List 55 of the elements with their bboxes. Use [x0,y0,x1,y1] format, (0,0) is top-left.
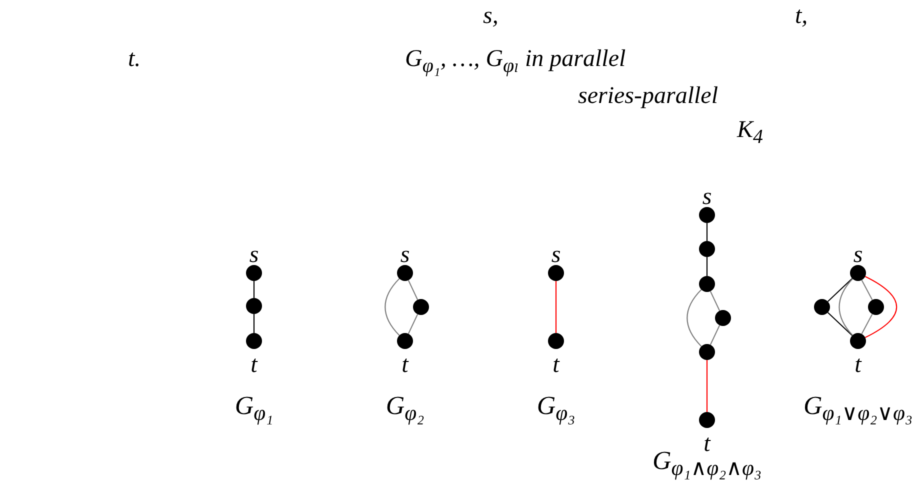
graph-edge [710,325,720,345]
vertex-dot [397,333,413,349]
vertex-dot [413,299,429,315]
vertex-dot [850,333,866,349]
vertex-label: t [402,353,408,377]
vertex-dot [246,265,262,281]
graph-edge [555,281,557,333]
graph-caption: G$_{φ₃}$ [536,393,576,425]
vertex-dot [699,241,715,257]
graph-edge [408,314,418,334]
vertex-dot [548,333,564,349]
graph-edge [706,257,708,276]
text-fragment: t, [795,4,808,28]
vertex-label: t [552,353,560,377]
vertex-label: s [400,243,410,267]
graph-edge [706,360,708,412]
graph-caption: G$_{φ₁∨φ₂∨φ₃}$ [804,393,912,425]
vertex-dot [699,207,715,223]
vertex-dot [715,310,731,326]
graph-edge [384,278,400,336]
vertex-dot [246,298,262,314]
text-fragment: t. [128,47,141,71]
vertex-dot [699,412,715,428]
graph-caption: G$_{φ₂}$ [386,393,424,425]
graph-edge [710,291,720,311]
vertex-label: s [702,185,712,209]
vertex-dot [814,299,830,315]
graph-edge [827,278,853,302]
vertex-label: t [250,353,258,377]
vertex-dot [548,265,564,281]
vertex-label: s [249,243,259,267]
graph-edge [706,223,708,241]
graph-edge [253,281,255,298]
text-fragment: G$_{φ₁}$, …, G$_{φₗ}$ in parallel [405,47,626,76]
text-fragment: K$_{4}$ [737,118,764,147]
vertex-label: s [853,243,863,267]
graph-edge [408,280,418,300]
graph-edge [838,278,853,336]
graph-edge [861,314,873,334]
graph-edge [686,289,702,347]
vertex-label: s [551,243,561,267]
vertex-dot [699,276,715,292]
vertex-dot [850,265,866,281]
graph-edge [827,312,853,336]
graph-edge [253,314,255,333]
vertex-dot [868,299,884,315]
vertex-dot [699,344,715,360]
vertex-dot [246,333,262,349]
text-fragment: series-parallel [578,84,718,108]
vertex-label: t [854,353,862,377]
graph-edge [861,280,873,300]
graph-caption: G$_{φ₁}$ [234,393,274,425]
graph-edge [864,276,898,338]
vertex-dot [397,265,413,281]
text-fragment: s, [483,4,498,28]
